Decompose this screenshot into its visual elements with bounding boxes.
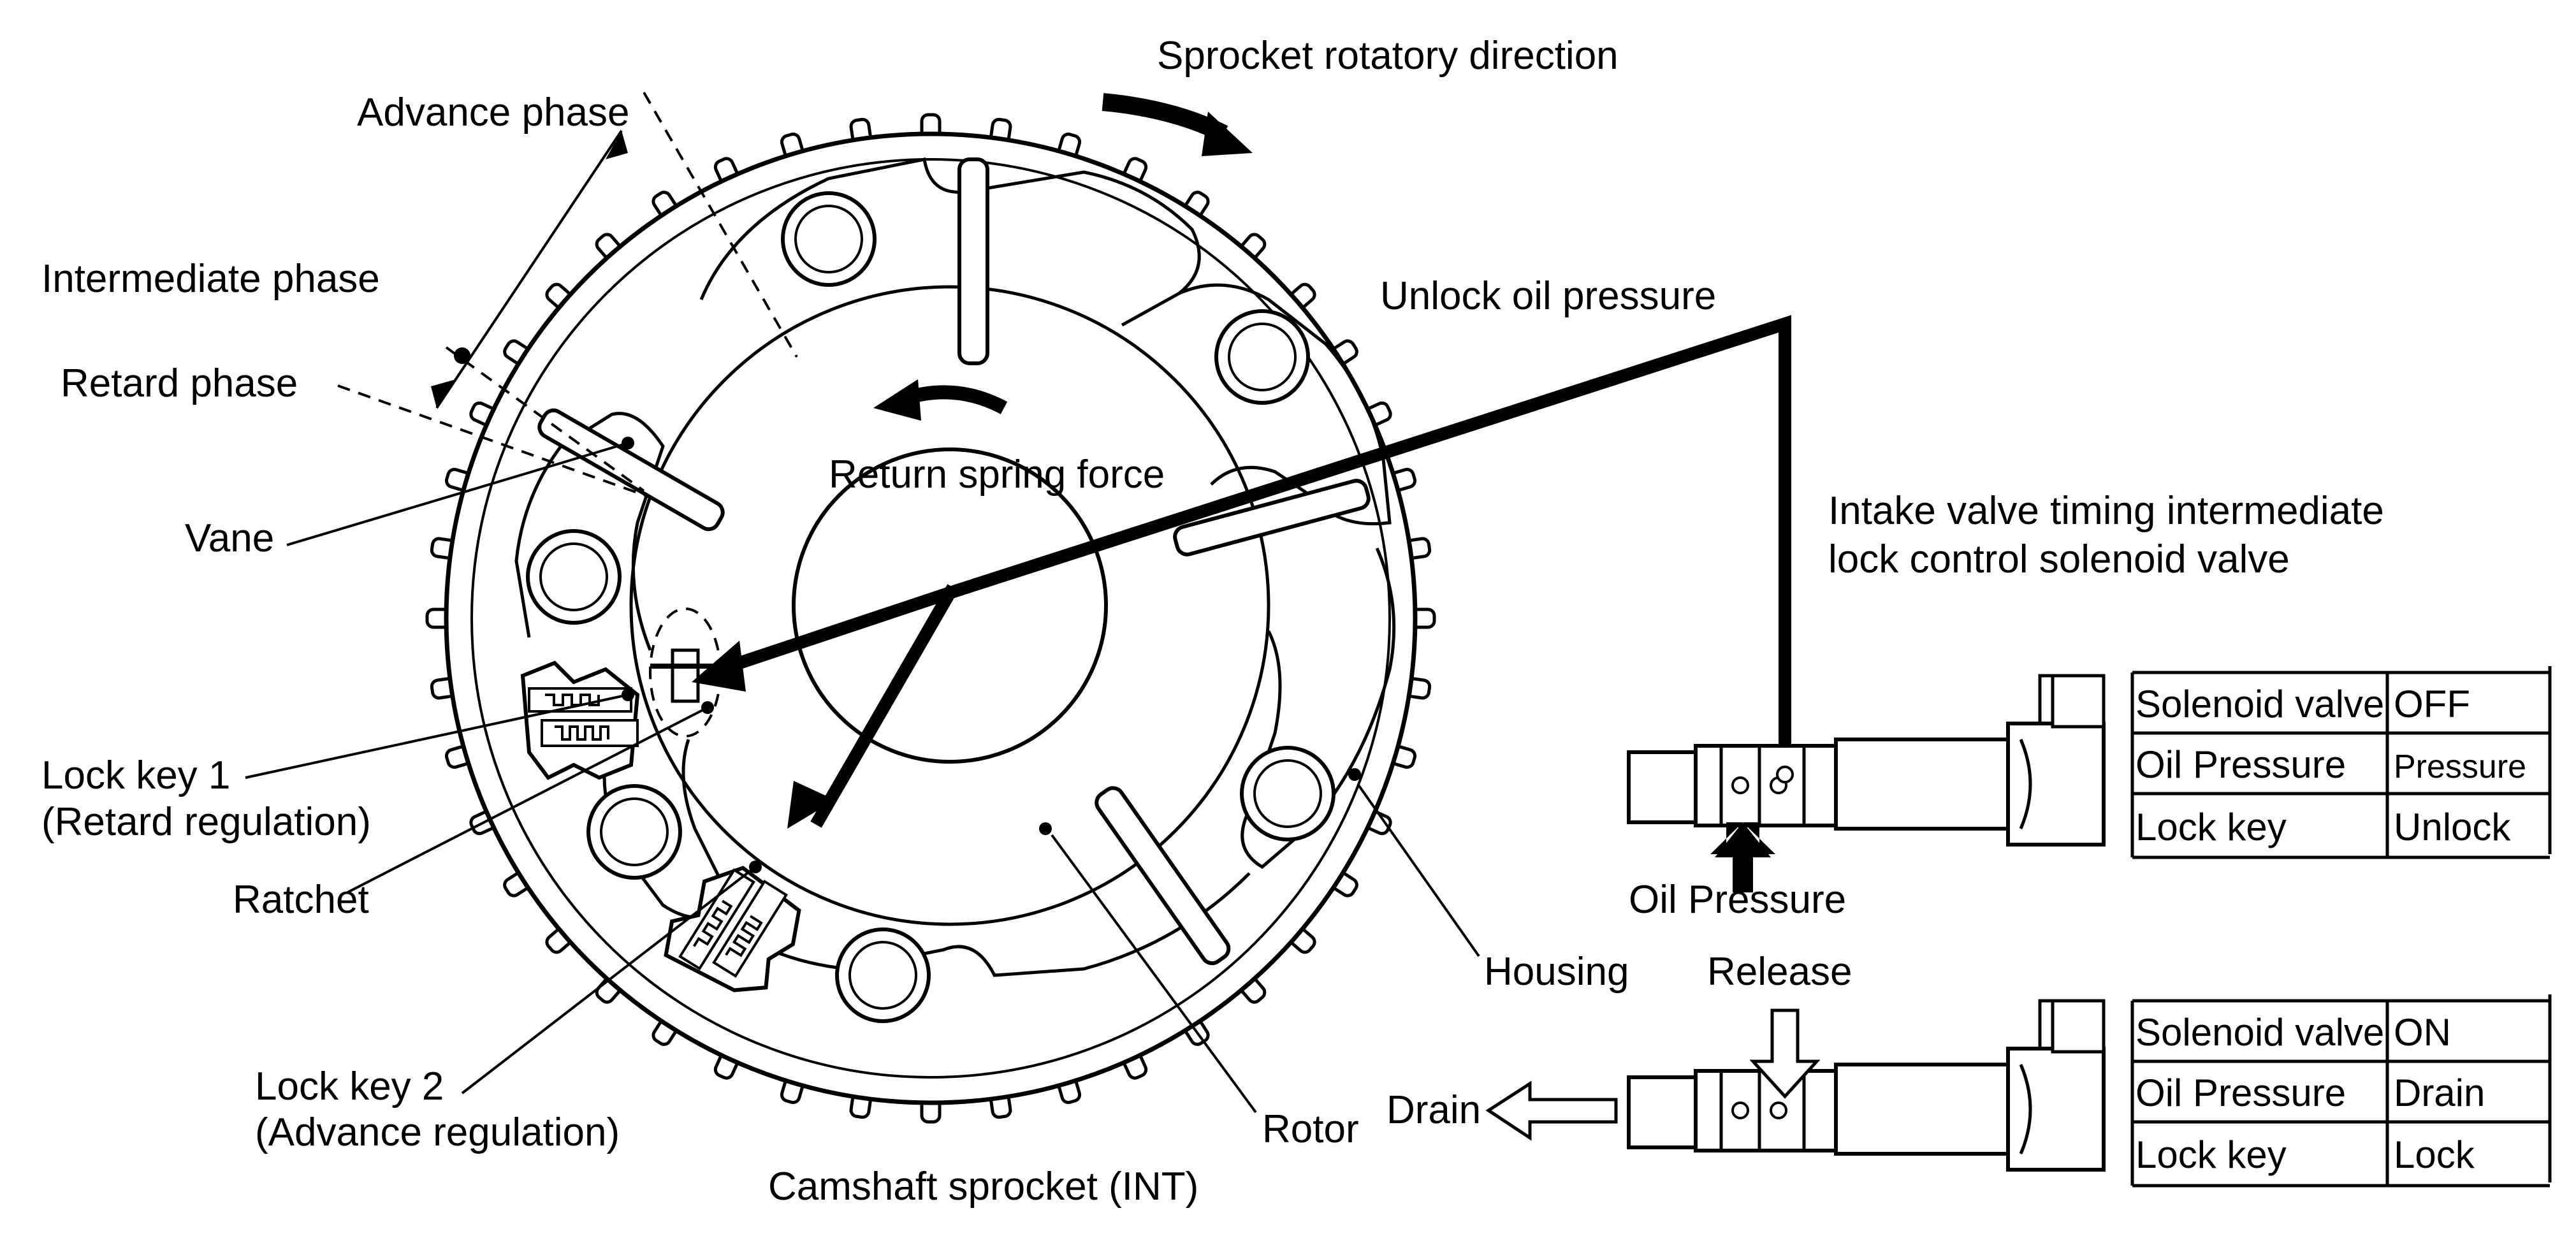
bolt-holes bbox=[526, 191, 1335, 1023]
label-sprocket-rotation: Sprocket rotatory direction bbox=[1157, 34, 1619, 78]
sprocket-rotation-arrowhead bbox=[1202, 112, 1253, 156]
release-arrow bbox=[1749, 1008, 1821, 1099]
table-on-val-oil: Drain bbox=[2394, 1072, 2485, 1114]
table-on-val-solenoid: ON bbox=[2394, 1011, 2451, 1054]
vane-top bbox=[957, 157, 989, 365]
label-lock-key-1-line2: (Retard regulation) bbox=[41, 800, 371, 844]
table-off-key-solenoid: Solenoid valve bbox=[2136, 683, 2384, 725]
label-advance-phase: Advance phase bbox=[357, 91, 629, 135]
vane-bottom bbox=[1095, 786, 1231, 966]
label-lock-key-1-line1: Lock key 1 bbox=[41, 753, 230, 797]
label-oil-pressure: Oil Pressure bbox=[1629, 878, 1846, 922]
leader-lines bbox=[245, 437, 1480, 1114]
phase-indicators bbox=[337, 91, 798, 498]
table-on-key-solenoid: Solenoid valve bbox=[2136, 1011, 2384, 1054]
label-ratchet: Ratchet bbox=[233, 878, 369, 922]
oil-pressure-up-arrow bbox=[1710, 822, 1775, 854]
table-on-val-lock: Lock bbox=[2394, 1133, 2475, 1176]
return-spring-arrowhead bbox=[873, 379, 921, 421]
table-off-val-solenoid: OFF bbox=[2394, 683, 2470, 725]
table-off-key-oil: Oil Pressure bbox=[2136, 743, 2346, 786]
label-release: Release bbox=[1707, 950, 1852, 994]
label-retard-phase: Retard phase bbox=[61, 361, 298, 405]
table-off-val-lock: Unlock bbox=[2394, 806, 2511, 848]
label-solenoid-title-2: lock control solenoid valve bbox=[1828, 537, 2290, 581]
solenoid-valve-off bbox=[1627, 674, 2106, 847]
label-vane: Vane bbox=[185, 516, 274, 560]
lock-key-1-drawing bbox=[520, 660, 640, 780]
label-intermediate-phase: Intermediate phase bbox=[41, 257, 380, 301]
table-on-key-oil: Oil Pressure bbox=[2136, 1072, 2346, 1114]
label-return-spring-force: Return spring force bbox=[829, 453, 1165, 497]
label-solenoid-title-1: Intake valve timing intermediate bbox=[1828, 489, 2384, 533]
label-rotor: Rotor bbox=[1262, 1107, 1359, 1151]
label-lock-key-2-line1: Lock key 2 bbox=[255, 1065, 444, 1109]
table-off-key-lock: Lock key bbox=[2136, 806, 2287, 848]
vane-right bbox=[1173, 479, 1371, 556]
vanes bbox=[537, 157, 1371, 966]
housing-chamber-left bbox=[514, 412, 665, 651]
label-camshaft-sprocket: Camshaft sprocket (INT) bbox=[768, 1165, 1198, 1209]
label-drain: Drain bbox=[1386, 1088, 1481, 1132]
label-unlock-oil-pressure: Unlock oil pressure bbox=[1380, 274, 1716, 318]
rotor-outer bbox=[629, 285, 1270, 926]
solenoid-valve-on bbox=[1627, 999, 2106, 1172]
state-table-off: Solenoid valve OFF Oil Pressure Pressure… bbox=[2130, 666, 2552, 859]
oil-arrowhead-key2 bbox=[787, 781, 835, 829]
rotor-hub bbox=[792, 447, 1108, 764]
ratchet-body bbox=[671, 648, 700, 703]
housing-dot bbox=[1348, 768, 1361, 781]
table-on-key-lock: Lock key bbox=[2136, 1133, 2287, 1176]
oil-arrowhead-key1 bbox=[692, 641, 746, 692]
rotor-dot bbox=[1039, 822, 1052, 835]
state-table-on: Solenoid valve ON Oil Pressure Drain Loc… bbox=[2130, 994, 2552, 1188]
table-off-val-oil: Pressure bbox=[2394, 748, 2526, 785]
oil-pressure-up-arrow-head bbox=[1715, 822, 1771, 857]
sprocket-inner-ring bbox=[470, 158, 1391, 1079]
oil-pressure-up-arrow-shaft bbox=[1733, 854, 1753, 892]
drain-arrow bbox=[1485, 1080, 1618, 1141]
label-housing: Housing bbox=[1484, 950, 1629, 994]
label-lock-key-2-line2: (Advance regulation) bbox=[255, 1110, 620, 1154]
